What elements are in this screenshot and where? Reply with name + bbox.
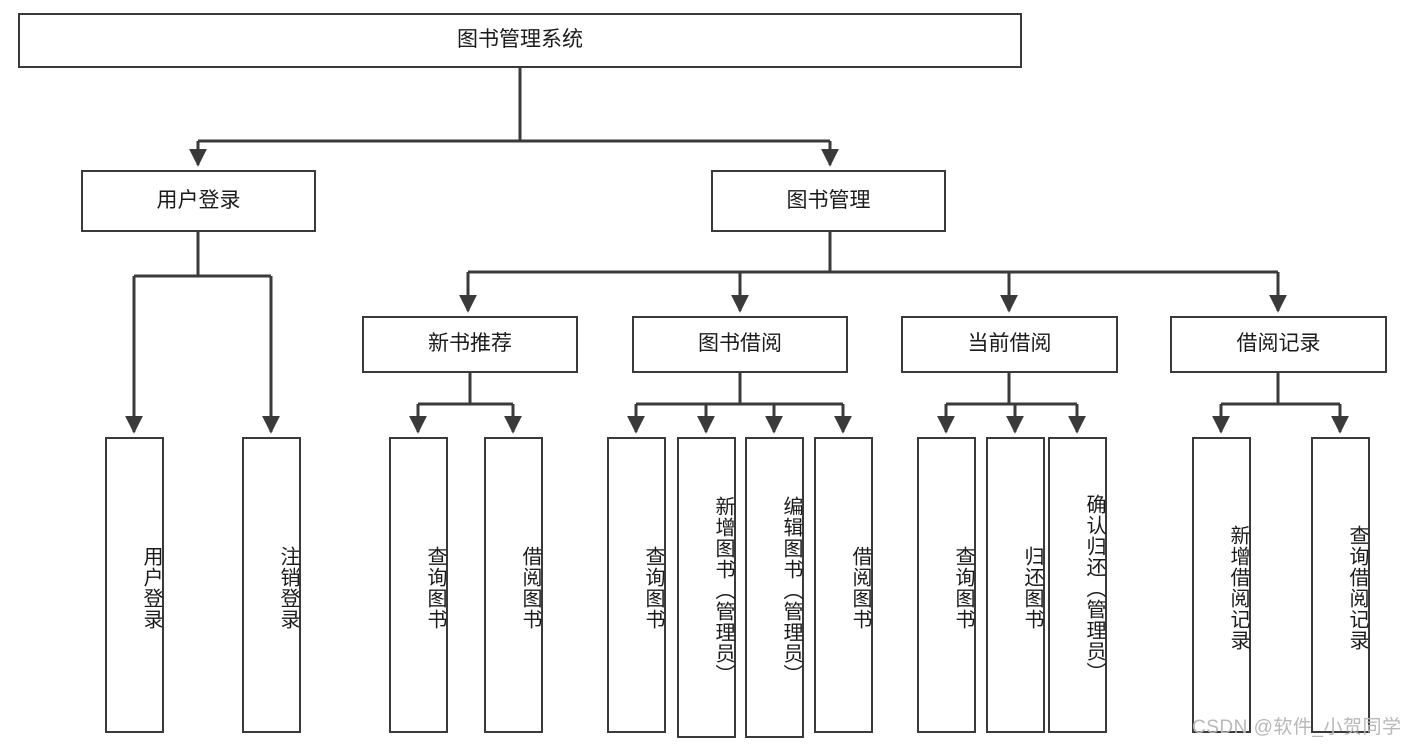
node-book-borrow-label: 图书借阅: [698, 332, 782, 356]
leaf-user-logout-label: 注销登录: [277, 546, 299, 630]
leaf-borrow-book-1[interactable]: 借阅图书: [484, 437, 543, 733]
node-current-borrow[interactable]: 当前借阅: [901, 316, 1118, 373]
leaf-query-book-1[interactable]: 查询图书: [389, 437, 448, 733]
node-root[interactable]: 图书管理系统: [18, 13, 1022, 68]
leaf-query-record[interactable]: 查询借阅记录: [1311, 437, 1370, 733]
edges-book-borrow: [627, 373, 852, 434]
leaf-return-book[interactable]: 归还图书: [986, 437, 1045, 733]
leaf-query-book-3-label: 查询图书: [952, 546, 974, 630]
edges-borrow-record: [1212, 373, 1349, 434]
leaf-user-logout[interactable]: 注销登录: [242, 437, 301, 733]
node-current-borrow-label: 当前借阅: [967, 332, 1052, 356]
node-new-book-recommend-label: 新书推荐: [428, 332, 512, 356]
edges-user-login: [125, 232, 280, 434]
node-new-book-recommend[interactable]: 新书推荐: [362, 316, 578, 373]
edges-root: [189, 68, 839, 167]
leaf-add-book-label: 新增图书（管理员）: [712, 496, 734, 685]
edges-new-book-recommend: [409, 373, 522, 434]
leaf-query-book-1-label: 查询图书: [424, 546, 446, 630]
leaf-borrow-book-2[interactable]: 借阅图书: [814, 437, 873, 733]
node-book-borrow[interactable]: 图书借阅: [632, 316, 848, 373]
leaf-confirm-return-label: 确认归还（管理员）: [1083, 493, 1105, 683]
csdn-watermark: CSDN @软件_小贺同学: [1192, 717, 1402, 738]
node-book-manage-label: 图书管理: [786, 188, 871, 212]
leaf-add-record[interactable]: 新增借阅记录: [1192, 437, 1251, 733]
leaf-query-record-label: 查询借阅记录: [1346, 525, 1368, 651]
leaf-add-record-label: 新增借阅记录: [1227, 525, 1249, 651]
leaf-query-book-2[interactable]: 查询图书: [607, 437, 666, 733]
node-borrow-record-label: 借阅记录: [1236, 332, 1321, 356]
leaf-query-book-2-label: 查询图书: [642, 546, 664, 630]
leaf-add-book[interactable]: 新增图书（管理员）: [677, 437, 736, 738]
node-user-login[interactable]: 用户登录: [81, 170, 316, 232]
leaf-edit-book[interactable]: 编辑图书（管理员）: [745, 437, 804, 738]
node-user-login-label: 用户登录: [156, 188, 241, 212]
leaf-query-book-3[interactable]: 查询图书: [917, 437, 976, 733]
edges-current-borrow: [937, 373, 1086, 434]
leaf-user-login[interactable]: 用户登录: [105, 437, 164, 733]
node-borrow-record[interactable]: 借阅记录: [1170, 316, 1387, 373]
leaf-confirm-return[interactable]: 确认归还（管理员）: [1048, 437, 1107, 733]
node-root-label: 图书管理系统: [457, 28, 583, 52]
leaf-return-book-label: 归还图书: [1021, 546, 1043, 630]
leaf-borrow-book-1-label: 借阅图书: [519, 546, 541, 630]
node-book-manage[interactable]: 图书管理: [711, 170, 946, 232]
leaf-edit-book-label: 编辑图书（管理员）: [780, 496, 802, 685]
leaf-borrow-book-2-label: 借阅图书: [849, 546, 871, 630]
edges-book-manage: [459, 232, 1287, 313]
leaf-user-login-label: 用户登录: [140, 546, 162, 630]
